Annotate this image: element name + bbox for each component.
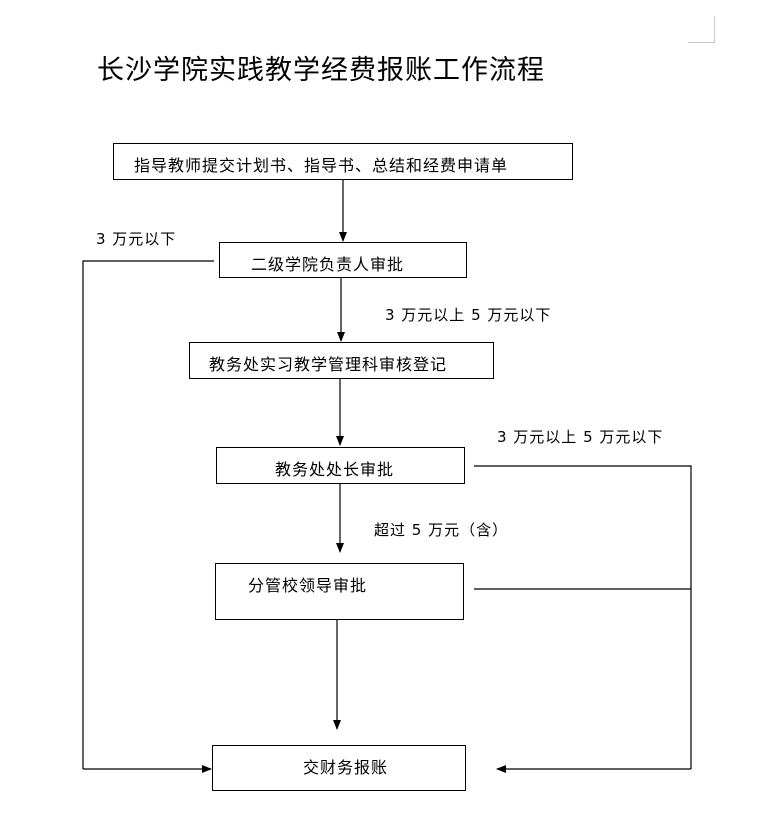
step-director-approval-label: 教务处处长审批: [275, 460, 395, 479]
step-submit-box: 指导教师提交计划书、指导书、总结和经费申请单: [113, 143, 573, 180]
step-leader-approval-box: 分管校领导审批: [215, 563, 464, 620]
step-college-approval-box: 二级学院负责人审批: [219, 242, 467, 278]
condition-over-5-label: 超过 5 万元（含）: [374, 521, 509, 539]
page-corner-mark: [688, 16, 715, 43]
connector-director-right: [474, 465, 692, 769]
step-college-approval-label: 二级学院负责人审批: [251, 255, 405, 274]
step-director-approval-box: 教务处处长审批: [216, 447, 465, 484]
condition-below-3-label: 3 万元以下: [96, 230, 177, 248]
step-leader-approval-label: 分管校领导审批: [248, 576, 368, 595]
step-registration-label: 教务处实习教学管理科审核登记: [209, 355, 448, 374]
step-finance-label: 交财务报账: [303, 758, 389, 777]
connector-below-3: [82, 260, 214, 769]
condition-3-to-5-right-label: 3 万元以上 5 万元以下: [497, 428, 664, 446]
step-registration-box: 教务处实习教学管理科审核登记: [189, 342, 494, 379]
page-title: 长沙学院实践教学经费报账工作流程: [97, 55, 545, 86]
step-submit-label: 指导教师提交计划书、指导书、总结和经费申请单: [134, 156, 509, 175]
condition-3-to-5-label: 3 万元以上 5 万元以下: [385, 306, 552, 324]
step-finance-box: 交财务报账: [212, 745, 466, 791]
